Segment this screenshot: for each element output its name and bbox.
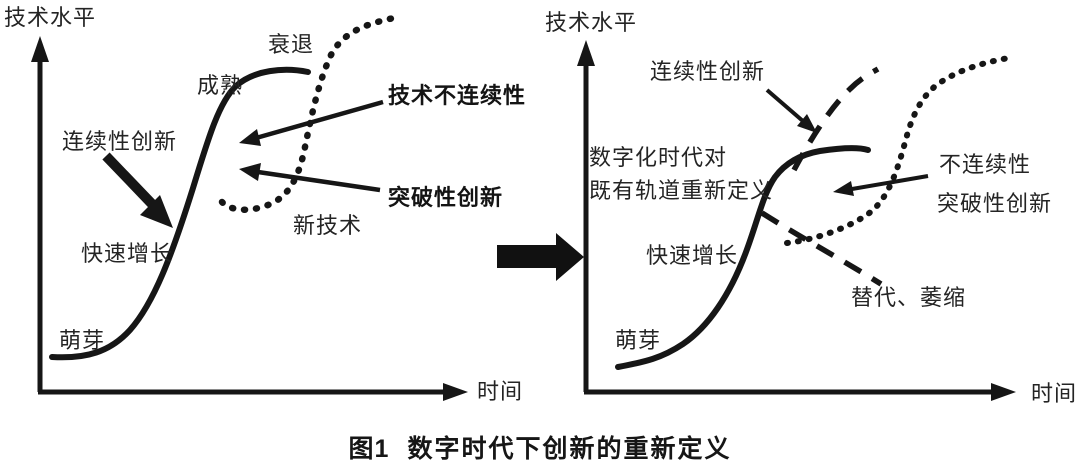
right-label-redefine-line2: 既有轨道重新定义 <box>589 178 774 203</box>
left-x-axis-label: 时间 <box>477 379 524 404</box>
right-label-sprout: 萌芽 <box>615 328 662 353</box>
left-label-tech-discontinuity: 技术不连续性 <box>388 83 527 108</box>
left-label-sprout: 萌芽 <box>59 328 106 353</box>
right-label-continuous-innovation: 连续性创新 <box>650 59 766 84</box>
transform-arrow-icon <box>497 233 584 281</box>
right-label-rapid-growth: 快速增长 <box>646 243 739 268</box>
figure-caption: 图1 数字时代下创新的重新定义 <box>0 429 1080 465</box>
left-x-axis-arrowhead-icon <box>443 383 468 401</box>
right-discontinuity-arrow <box>851 174 929 191</box>
figure-number: 图1 <box>348 435 390 463</box>
continuous-innovation-thick-arrow <box>102 152 156 208</box>
tech-discontinuity-arrow <box>255 99 384 141</box>
left-s-curve <box>49 66 311 361</box>
right-y-axis-label: 技术水平 <box>545 10 638 35</box>
right-label-breakthrough-innovation: 突破性创新 <box>937 191 1053 216</box>
left-new-tech-dotted-curve <box>218 14 398 213</box>
left-label-new-technology: 新技术 <box>293 213 363 238</box>
right-new-tech-dotted-curve <box>784 54 1017 246</box>
left-label-rapid-growth: 快速增长 <box>81 241 174 266</box>
breakthrough-innovation-arrowhead-icon <box>239 163 261 181</box>
left-y-axis-label: 技术水平 <box>4 5 97 30</box>
tech-discontinuity-arrowhead-icon <box>239 129 261 146</box>
right-label-redefine-line1: 数字化时代对 <box>589 145 728 170</box>
right-substitution-decline-dashed <box>760 210 883 287</box>
left-label-decline: 衰退 <box>268 32 315 57</box>
right-y-axis-arrowhead-icon <box>577 40 595 66</box>
left-y-axis-arrowhead-icon <box>31 36 49 62</box>
right-redefined-trajectory-dashed <box>791 66 880 172</box>
continuous-innovation-thick-arrowhead-icon <box>140 195 173 228</box>
right-label-substitution-shrink: 替代、萎缩 <box>851 285 967 310</box>
right-s-curve <box>615 145 871 370</box>
left-label-breakthrough-innovation: 突破性创新 <box>388 185 504 210</box>
breakthrough-innovation-arrow <box>257 169 381 193</box>
right-label-discontinuity: 不连续性 <box>939 152 1032 177</box>
figure-title: 数字时代下创新的重新定义 <box>407 435 732 463</box>
right-continuous-innovation-arrowhead-icon <box>797 114 817 133</box>
left-label-continuous-innovation: 连续性创新 <box>62 129 178 154</box>
right-x-axis-label: 时间 <box>1031 381 1078 406</box>
right-discontinuity-arrowhead-icon <box>833 181 854 196</box>
left-label-maturity: 成熟 <box>197 73 244 98</box>
right-x-axis-arrowhead-icon <box>991 383 1016 401</box>
right-continuous-innovation-arrow <box>765 88 806 124</box>
